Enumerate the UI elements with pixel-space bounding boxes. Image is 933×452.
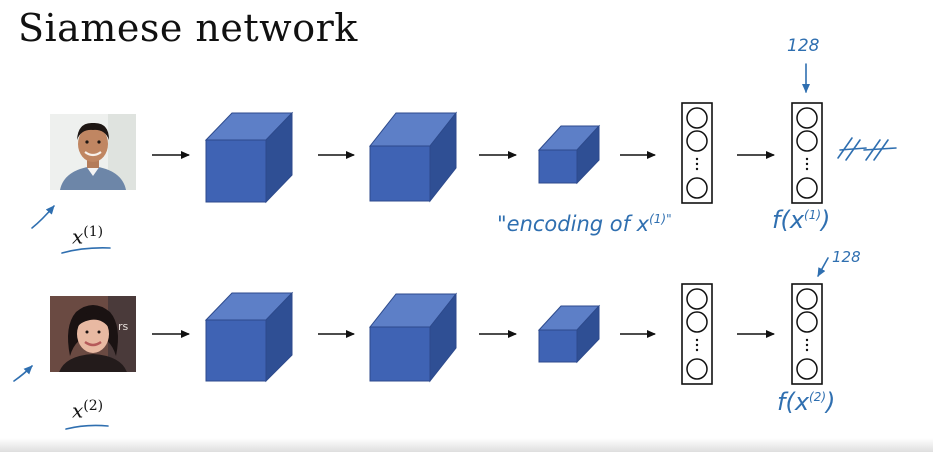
conv-block-1-row1 [204, 111, 294, 204]
pointer-stroke-row1 [31, 205, 55, 229]
svg-text:rs: rs [118, 320, 129, 333]
encoding-annotation: "encoding of x(1)" [497, 212, 672, 236]
encoding-vector-row1 [791, 102, 823, 204]
conv-block-2-row1 [368, 111, 458, 203]
conv-block-3-row1 [537, 124, 601, 185]
conv-block-3-row2 [537, 304, 601, 364]
input-label-1: x(1) [72, 224, 104, 249]
person-photo-man [50, 114, 136, 190]
fc-vector-row2 [681, 283, 713, 385]
fc-vector-row1 [681, 102, 713, 204]
input-label-2: x(2) [72, 398, 104, 423]
conv-block-1-row2 [204, 291, 294, 383]
encoding-vector-row2 [791, 283, 823, 385]
bottom-edge-shadow [0, 438, 933, 452]
underline-x1 [61, 247, 111, 254]
output-label-2: f(x(2)) [777, 388, 836, 416]
dim-arrow-bottom [817, 257, 829, 277]
output-label-1: f(x(1)) [772, 206, 831, 234]
underline-x2 [65, 424, 109, 430]
person-photo-woman: rs [50, 296, 136, 372]
dim-label-bottom: 128 [832, 248, 861, 266]
conv-block-2-row2 [368, 292, 458, 383]
handwritten-ink [13, 63, 897, 430]
dim-label-top: 128 [787, 36, 820, 56]
slide-title: Siamese network [18, 6, 358, 50]
pointer-stroke-row2 [13, 365, 33, 382]
scribble-marks [837, 137, 897, 161]
